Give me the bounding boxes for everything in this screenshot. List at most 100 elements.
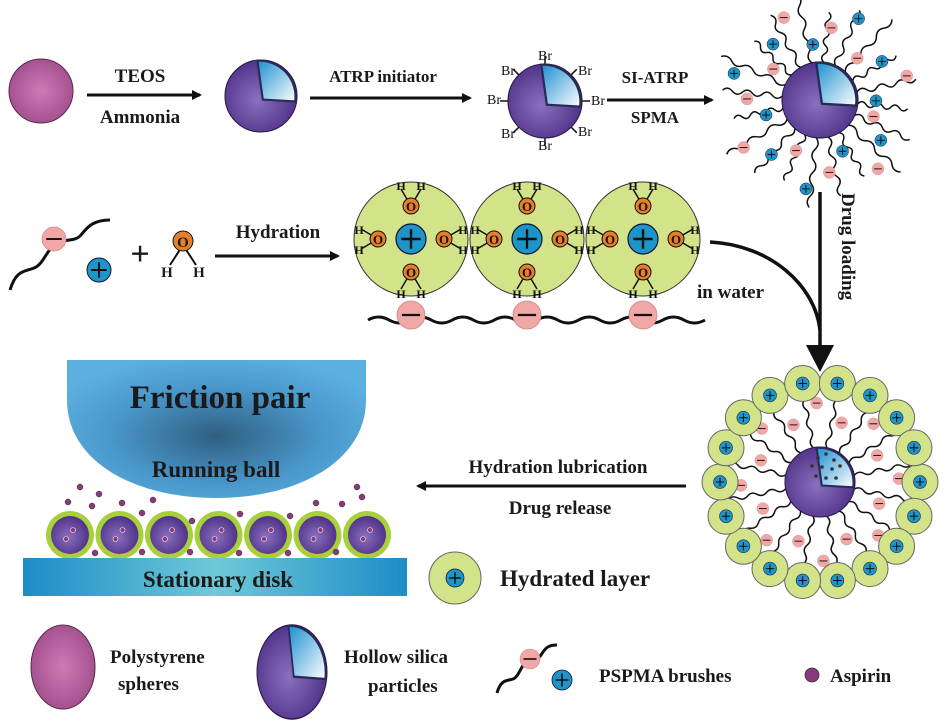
water-molecule: O H H [161,230,205,281]
legend-brushes-icon [495,643,573,694]
silica-core [506,62,584,140]
svg-text:O: O [638,199,648,214]
cation-icon [736,539,751,554]
legend-aspirin: Aspirin [830,666,892,687]
silica-core [783,445,857,519]
aspirin-molecule [118,499,126,507]
label-in-water: in water [697,282,765,303]
running-ball [67,360,366,498]
svg-text:O: O [439,232,449,247]
cation-icon [394,222,428,256]
svg-text:H: H [354,243,364,257]
legend-hollow-silica-icon [256,624,328,720]
cation-icon [874,133,888,147]
plus-sign: + [130,236,149,273]
anion-icon [835,416,849,430]
anion-icon [900,69,914,83]
aspirin-molecule [95,490,103,498]
svg-text:O: O [177,235,189,251]
arrowhead-drug-loading [806,345,834,372]
cation-icon [719,509,734,524]
aspirin-molecule [91,549,99,557]
anion-icon [866,417,880,431]
anion-icon [760,533,774,547]
hollow-silica-particle [223,58,299,134]
anion-icon [737,141,751,155]
cation-icon [727,66,741,80]
aspirin-molecule [235,549,243,557]
label-hydration-lubrication: Hydration lubrication [469,457,648,478]
cation-icon [862,561,878,576]
cation-icon [836,144,850,158]
bromine-label: Br [501,127,515,142]
cation-icon [712,474,728,490]
anion-icon [840,532,854,546]
legend-pspma-brushes: PSPMA brushes [599,666,732,687]
legend-polystyrene-icon [30,624,96,710]
svg-text:O: O [522,265,532,280]
svg-text:H: H [648,179,658,193]
stationary-disk [23,558,407,596]
cation-icon [906,509,921,524]
aspirin-molecule [138,509,146,517]
cation-icon [762,561,778,576]
cation-icon [862,388,878,403]
cation-icon [906,440,921,455]
cation-icon [766,37,780,51]
label-ammonia: Ammonia [100,107,181,128]
bromine-label: Br [538,139,552,154]
label-drug-loading: Drug loading [837,193,858,301]
label-atrp-initiator: ATRP initiator [329,67,437,86]
aspirin-molecule [332,548,340,556]
bromine-label: Br [487,93,501,108]
cation-icon [799,182,813,196]
cation-icon [795,573,810,588]
svg-text:H: H [628,179,638,193]
svg-text:H: H [193,265,205,281]
svg-text:H: H [161,265,173,281]
arrow-in-water [709,240,822,331]
anion-icon [867,110,880,124]
aspirin-molecule [353,483,361,491]
cation-icon [736,410,751,425]
svg-text:H: H [512,179,522,193]
anion-icon [511,299,543,331]
lubricant-particle-layer [46,483,391,559]
svg-text:O: O [373,232,383,247]
svg-text:H: H [586,243,596,257]
svg-text:H: H [532,179,542,193]
anion-icon [824,21,838,35]
cation-icon [852,12,866,26]
label-drug-release: Drug release [509,498,612,519]
svg-text:O: O [638,265,648,280]
aspirin-molecule [284,549,292,557]
cation-icon [889,539,904,554]
label-spma: SPMA [631,108,680,127]
drug-loaded-hydrated-particle [701,365,939,599]
aspirin-molecule [358,493,366,501]
svg-text:O: O [489,232,499,247]
anion-icon [789,144,803,158]
legend-polystyrene-line1: Polystyrene [110,647,205,668]
label-friction-pair: Friction pair [130,380,311,416]
cation-icon [875,54,889,68]
svg-text:H: H [690,243,700,257]
anion-icon [872,497,886,511]
svg-text:H: H [396,287,406,301]
legend-polystyrene-line2: spheres [118,674,179,695]
cation-icon [830,376,845,391]
bromine-label: Br [578,64,592,79]
cation-icon [759,108,773,122]
anion-icon [786,418,800,432]
svg-text:O: O [605,232,615,247]
label-si-atrp: SI-ATRP [622,68,689,87]
anion-icon [756,502,770,516]
silica-core [780,60,860,140]
svg-text:H: H [396,179,406,193]
anion-icon [627,299,659,331]
aspirin-molecule [88,502,96,510]
anion-icon [754,453,768,467]
cation-icon [806,37,820,51]
label-teos: TEOS [115,66,166,87]
